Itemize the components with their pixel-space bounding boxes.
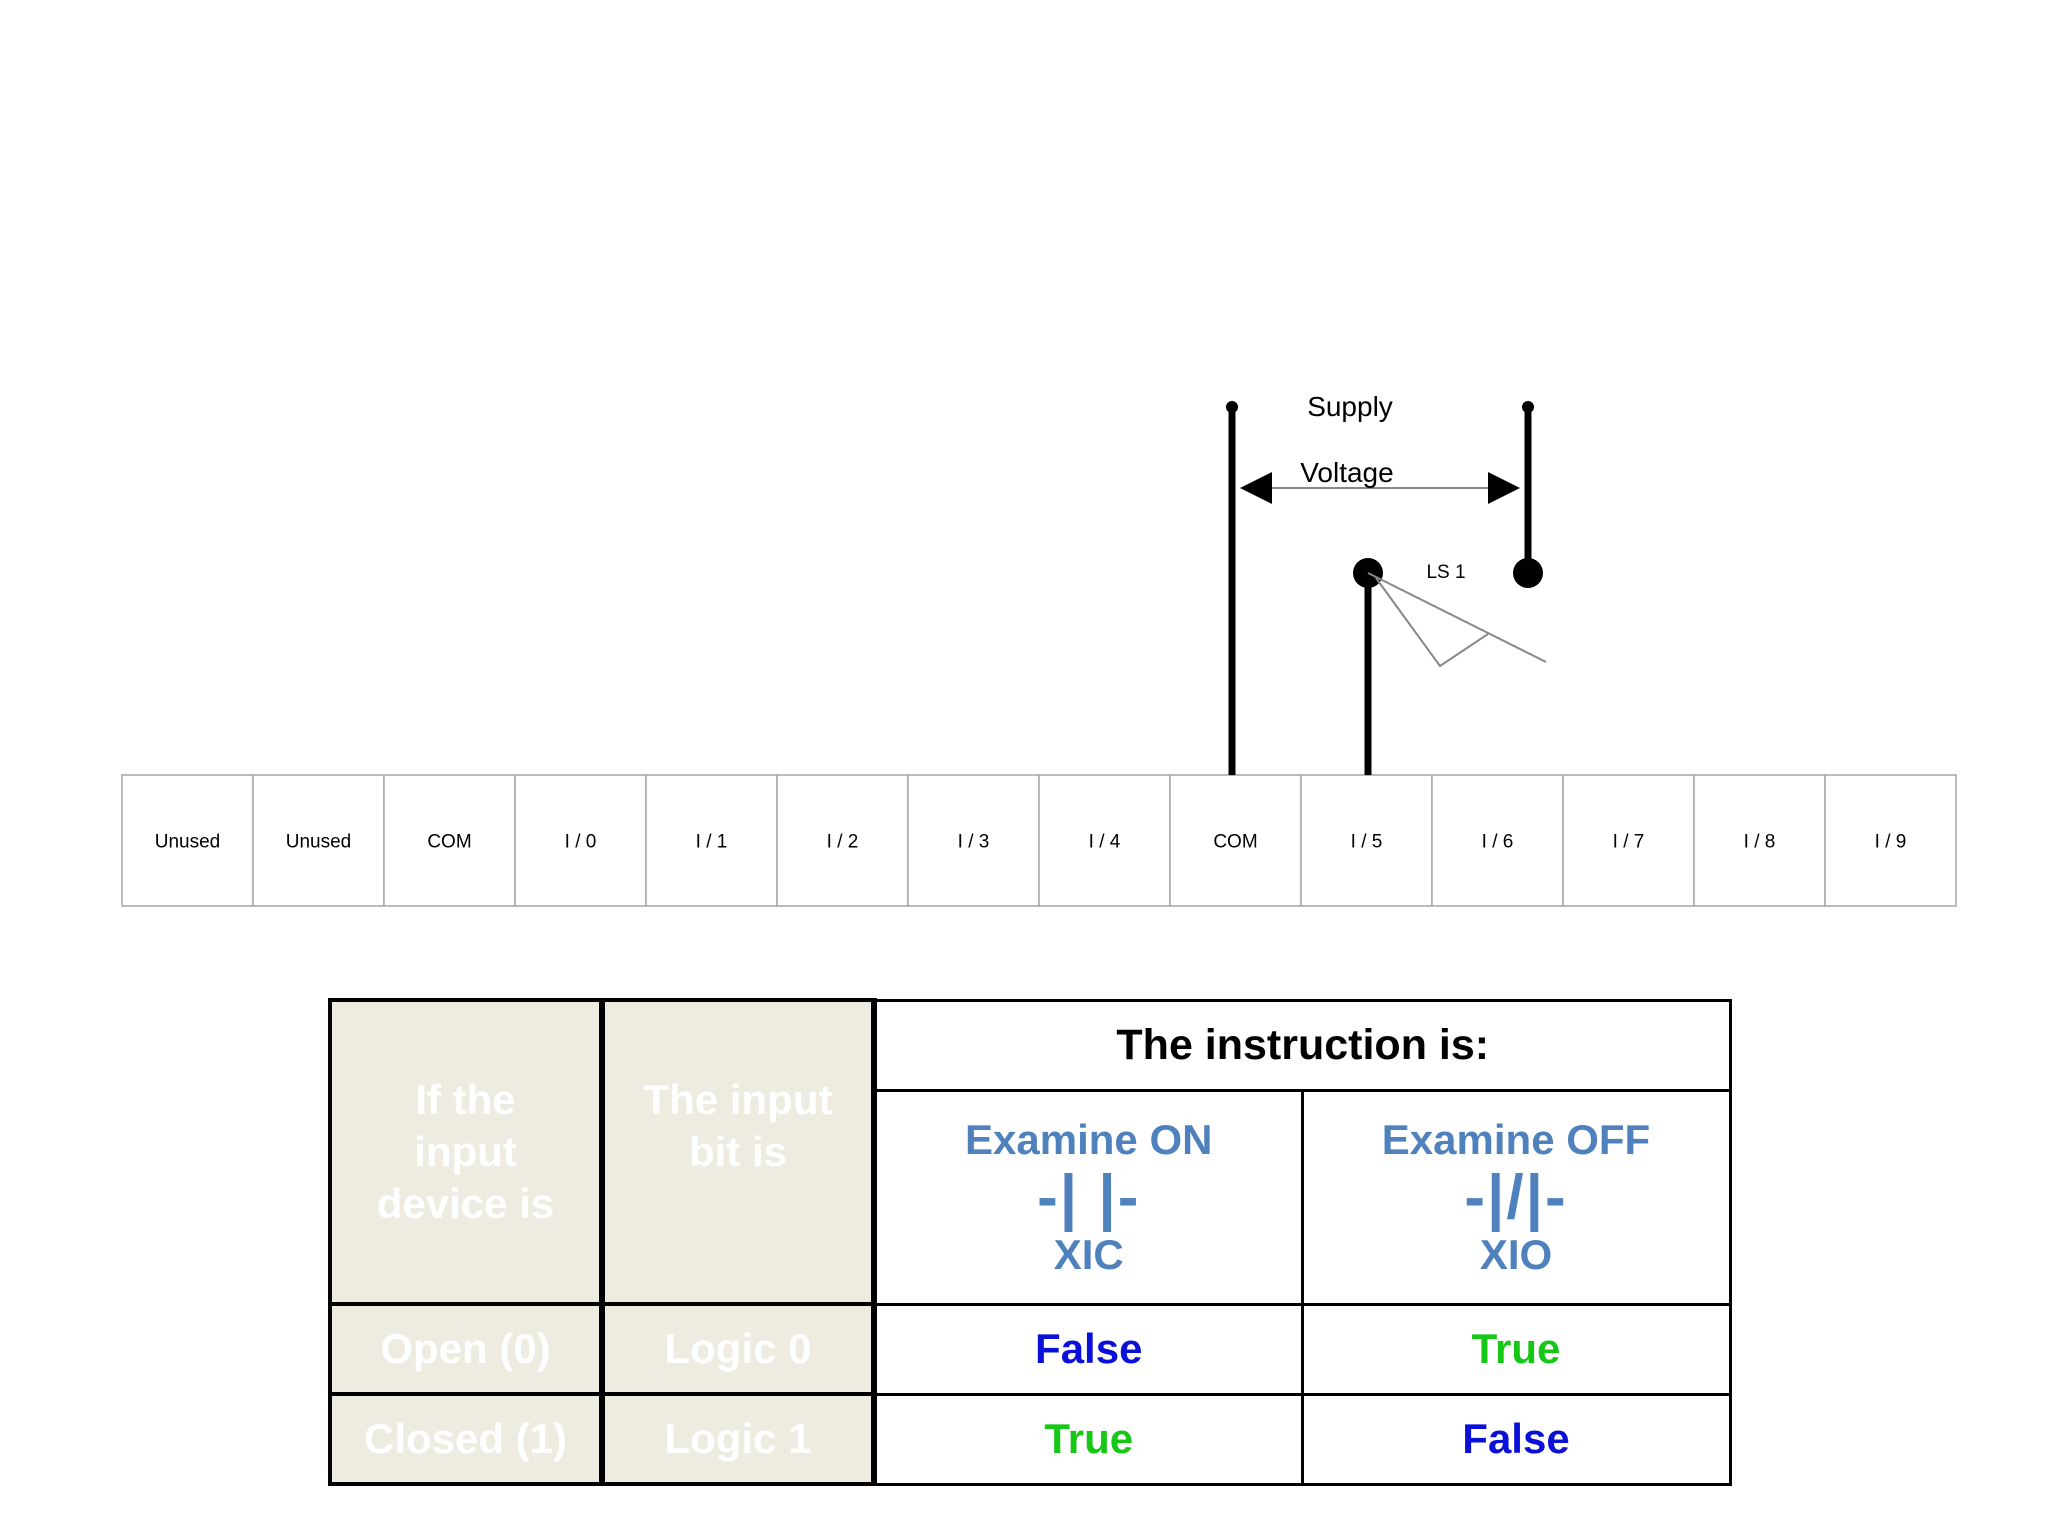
terminal-label: I / 0 [565,832,597,853]
device-open-cell: Open (0) [328,1302,604,1396]
terminal-cell [1169,774,1302,907]
xio-closed-result-text: False [1462,1415,1570,1462]
terminal-label: I / 6 [1482,832,1514,853]
xic-name: Examine ON [965,1116,1213,1163]
table-row: Open (0) Logic 0 False True [328,1302,1732,1396]
limit-switch-label: LS 1 [1426,562,1465,583]
xic-header: Examine ON -| |- XIC [871,1088,1304,1306]
terminal-label: I / 4 [1089,832,1121,853]
bit-logic0-cell: Logic 0 [599,1302,876,1396]
xic-contact-icon: -| |- [1037,1163,1141,1232]
truth-table: If the input device is The input bit is … [328,998,1732,1486]
terminal-strip: Unused Unused COM I / 0 I / 1 I / 2 I / 3 I / 4… [121,774,1957,907]
terminal-cell [1562,774,1695,907]
arrow-left-head-icon [1240,472,1272,504]
arrow-right-head-icon [1488,472,1520,504]
voltage-label: Voltage [1300,457,1393,488]
bit-logic1-cell: Logic 1 [599,1392,876,1486]
terminal-cell [645,774,778,907]
device-state-header-text: If the input device is [376,1076,555,1227]
xio-name: Examine OFF [1381,1116,1651,1163]
xio-open-result: True [1300,1302,1732,1396]
terminal-cell [1431,774,1564,907]
xic-code: XIC [1053,1231,1124,1278]
xio-header: Examine OFF -|/|- XIO [1300,1088,1732,1306]
device-closed-cell: Closed (1) [328,1392,604,1486]
terminal-cell [1038,774,1171,907]
limit-switch-arm-icon [1367,572,1547,668]
input-bit-header-text: The input bit is [643,1076,833,1175]
terminal-cell [1693,774,1826,907]
com-wire-terminal-dot [1226,401,1238,413]
terminal-label: Unused [155,832,221,853]
terminal-cell [1824,774,1957,907]
terminal-label: COM [427,832,471,853]
terminal-label: I / 5 [1351,832,1383,853]
switch-fixed-contact [1513,558,1543,588]
xio-code: XIO [1479,1231,1553,1278]
terminal-cell [121,774,254,907]
xio-contact-icon: -|/|- [1464,1163,1568,1232]
terminal-label: I / 8 [1744,832,1776,853]
supply-label: Supply [1307,391,1393,422]
xic-closed-result-text: True [1044,1415,1134,1462]
supply-wire-terminal-dot [1522,401,1534,413]
xic-open-result-text: False [1035,1325,1143,1372]
instruction-header: The instruction is: [871,998,1732,1092]
xio-closed-result: False [1300,1392,1732,1486]
terminal-cell [907,774,1040,907]
terminal-label: I / 1 [696,832,728,853]
terminal-cell [1300,774,1433,907]
device-state-header: If the input device is [328,998,604,1306]
terminal-cell [383,774,516,907]
table-row: Closed (1) Logic 1 True False [328,1392,1732,1486]
instruction-header-text: The instruction is: [1116,1020,1490,1069]
terminal-cell [514,774,647,907]
xic-open-result: False [871,1302,1304,1396]
terminal-label: I / 7 [1613,832,1645,853]
terminal-label: COM [1213,832,1257,853]
input-bit-header: The input bit is [599,998,876,1306]
terminal-label: I / 3 [958,832,990,853]
terminal-label: I / 9 [1875,832,1907,853]
terminal-cell [252,774,385,907]
xic-closed-result: True [871,1392,1304,1486]
xio-open-result-text: True [1471,1325,1561,1372]
terminal-label: Unused [286,832,352,853]
terminal-label: I / 2 [827,832,859,853]
